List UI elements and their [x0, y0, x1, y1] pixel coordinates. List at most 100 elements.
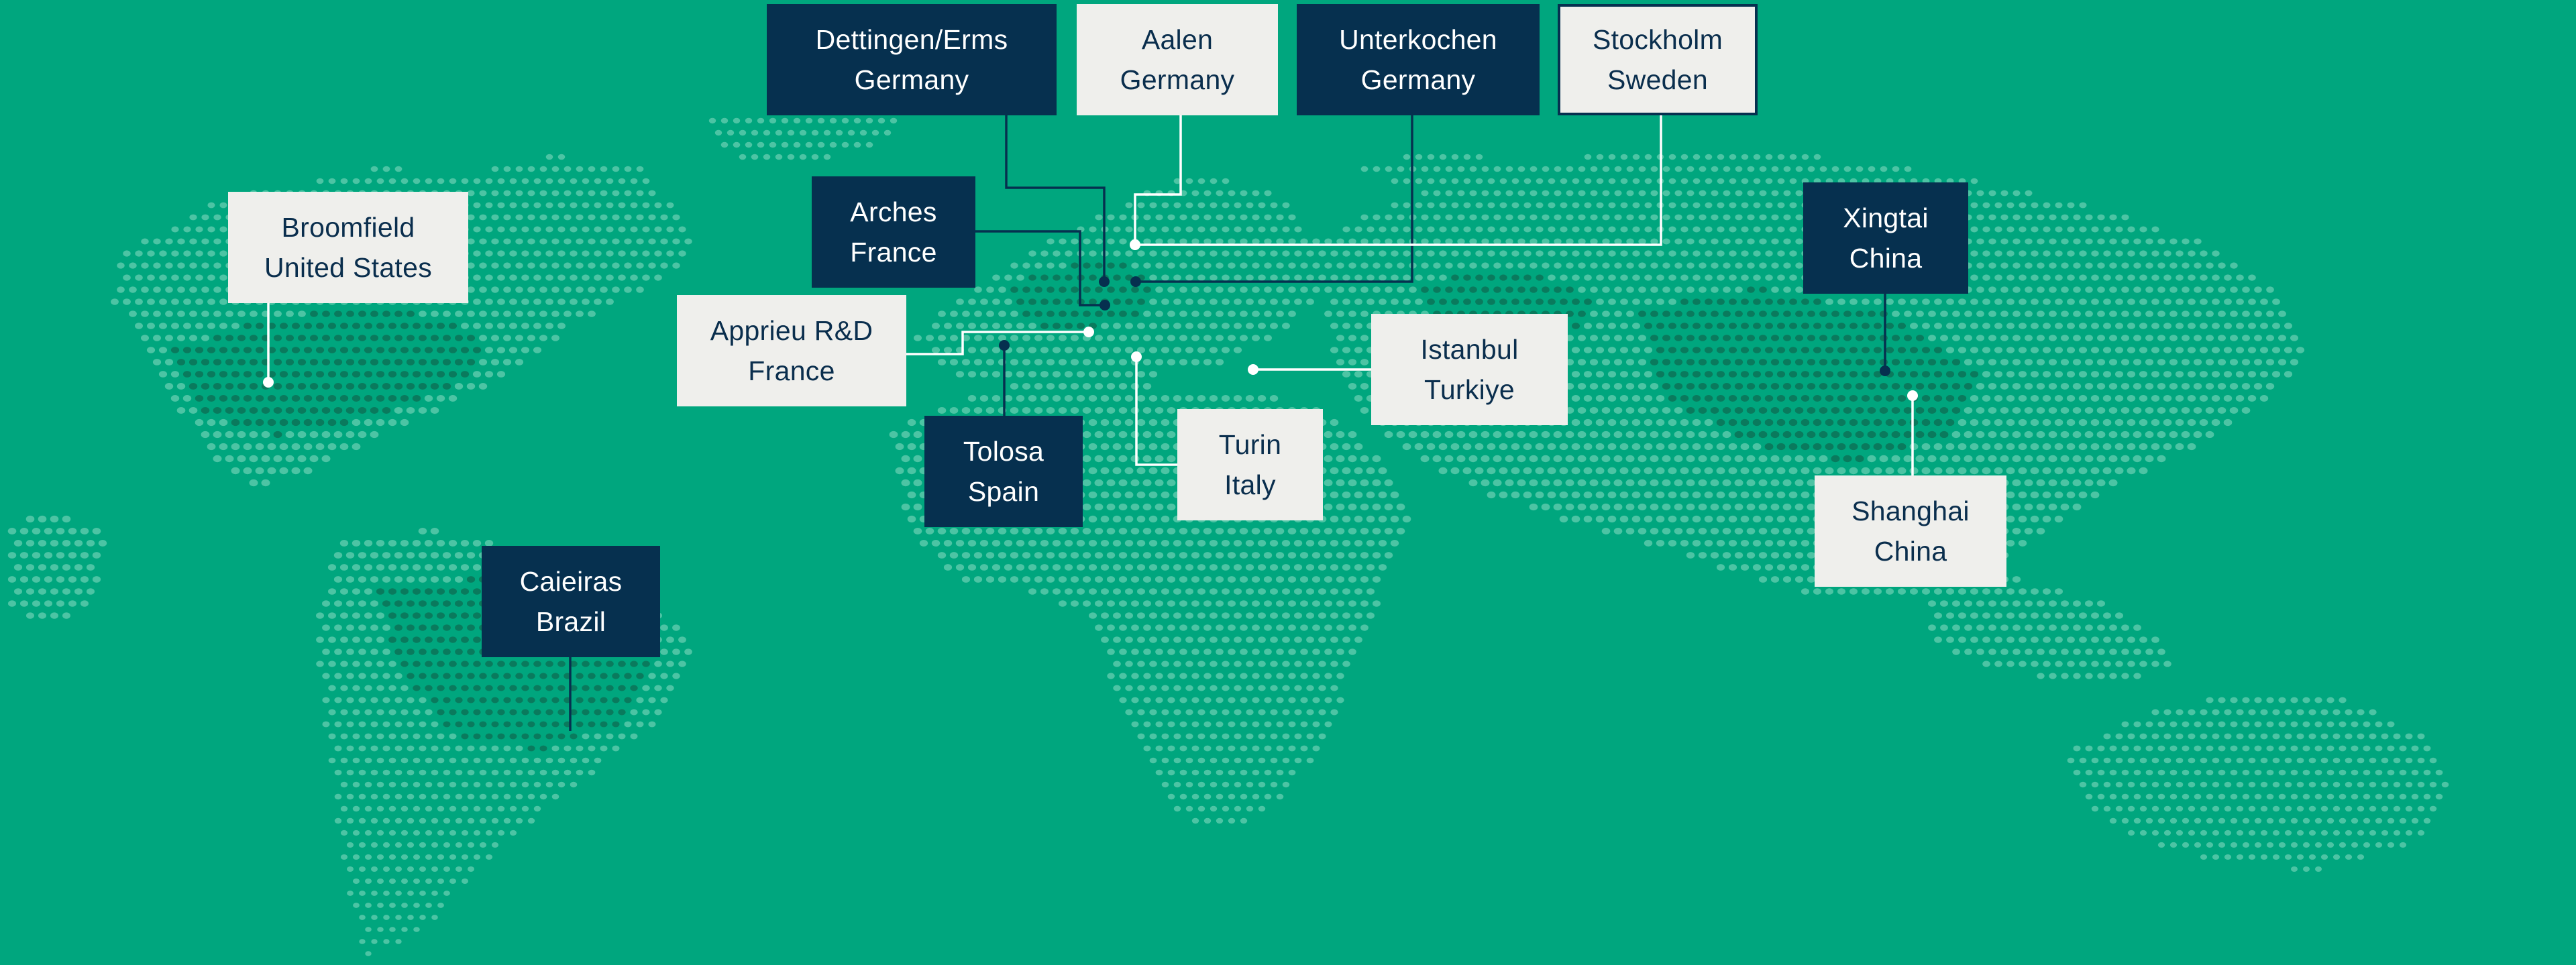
map-dot — [1716, 515, 1725, 523]
map-dot — [1801, 491, 1810, 499]
map-dot — [1384, 479, 1393, 487]
map-dot — [1741, 178, 1749, 184]
map-dot — [2060, 359, 2070, 365]
map-dot — [1560, 274, 1568, 281]
map-dot — [1420, 431, 1430, 439]
map-dot-dark — [1957, 371, 1967, 378]
map-dot — [364, 636, 372, 643]
map-dot — [334, 600, 342, 607]
map-dot — [2019, 636, 2027, 643]
map-dot-dark — [1083, 286, 1091, 293]
map-dot-dark — [309, 383, 319, 390]
map-dot-dark — [1746, 431, 1756, 439]
map-dot — [207, 298, 215, 305]
map-dot — [1668, 443, 1677, 451]
map-dot-dark — [1771, 310, 1779, 317]
map-dot — [1529, 503, 1538, 511]
map-dot — [1191, 624, 1199, 631]
map-dot — [1124, 540, 1134, 547]
map-dot — [1421, 214, 1429, 221]
map-dot — [1330, 323, 1338, 329]
map-dot — [1457, 214, 1465, 221]
map-dot — [606, 250, 614, 257]
map-dot — [1723, 262, 1731, 269]
map-dot — [829, 117, 837, 124]
map-dot-dark — [455, 335, 463, 341]
map-dot — [533, 274, 541, 281]
map-dot — [1161, 418, 1170, 427]
map-dot — [1143, 600, 1151, 607]
map-dot — [570, 202, 578, 209]
map-dot — [2012, 624, 2021, 631]
map-dot — [2151, 371, 2160, 378]
map-dot — [1336, 528, 1345, 534]
map-dot — [1173, 347, 1182, 353]
map-dot — [2242, 286, 2250, 293]
map-dot — [1536, 178, 1544, 184]
map-dot — [1765, 274, 1773, 281]
map-dot — [1228, 624, 1236, 631]
map-dot — [1034, 335, 1042, 341]
map-dot — [1288, 697, 1296, 703]
map-dot — [382, 673, 390, 679]
map-dot — [1034, 576, 1043, 583]
map-dot — [1571, 467, 1580, 475]
map-dot — [1601, 407, 1611, 414]
map-dot — [1499, 443, 1508, 451]
map-dot — [1608, 298, 1616, 305]
map-dot — [2145, 721, 2153, 728]
map-dot — [213, 431, 222, 439]
map-dot — [2206, 262, 2214, 269]
map-dot — [1366, 298, 1375, 305]
map-dot — [1710, 431, 1719, 439]
map-dot — [1155, 552, 1164, 559]
map-dot — [491, 190, 499, 196]
map-dot-dark — [225, 359, 234, 365]
map-dot-dark — [1794, 431, 1804, 439]
map-dot — [955, 371, 965, 378]
map-dot — [1240, 600, 1248, 607]
map-dot — [660, 624, 668, 631]
map-dot — [1203, 552, 1212, 559]
map-dot — [1354, 395, 1363, 402]
map-dot — [1758, 503, 1768, 511]
map-dot — [545, 250, 553, 257]
map-dot — [1415, 154, 1423, 160]
map-dot — [545, 154, 553, 160]
map-dot — [1210, 250, 1218, 257]
map-dot — [1952, 335, 1960, 341]
map-dot — [1112, 515, 1122, 523]
map-dot — [1451, 178, 1459, 184]
map-dot-dark — [297, 407, 307, 414]
map-dot — [1602, 310, 1610, 317]
map-dot — [1173, 709, 1181, 716]
map-dot — [1318, 564, 1327, 571]
map-dot — [1046, 383, 1055, 390]
map-dot — [1788, 491, 1798, 499]
map-dot — [171, 226, 179, 233]
map-dot — [1613, 479, 1623, 487]
map-dot — [1758, 528, 1768, 534]
map-dot — [967, 564, 977, 571]
map-dot — [479, 214, 487, 221]
map-dot — [1318, 636, 1326, 643]
map-dot — [1717, 178, 1725, 184]
map-dot — [1433, 214, 1441, 221]
map-dot — [1982, 250, 1990, 257]
map-dot — [1662, 503, 1671, 511]
map-dot — [666, 202, 674, 209]
map-dot — [1022, 552, 1031, 559]
map-dot — [720, 117, 729, 124]
map-dot — [1517, 166, 1525, 172]
map-dot — [2055, 636, 2063, 643]
map-dot — [1113, 612, 1121, 619]
map-dot-dark — [1674, 359, 1683, 365]
map-dot — [1264, 624, 1272, 631]
map-dot — [1813, 154, 1821, 160]
map-dot — [1257, 540, 1267, 547]
map-dot — [1693, 226, 1701, 233]
map-dot — [461, 178, 469, 184]
map-dot — [176, 407, 186, 414]
map-dot — [1934, 612, 1942, 619]
map-dot — [1222, 636, 1230, 643]
